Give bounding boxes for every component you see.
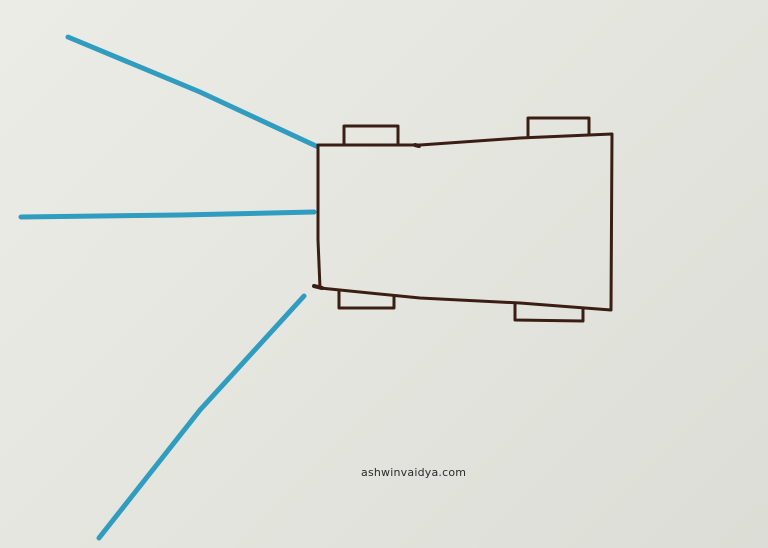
ink-mark xyxy=(413,143,421,148)
wheel-bottom-left xyxy=(337,289,396,310)
sensor-ray-top xyxy=(65,34,319,149)
sensor-rays xyxy=(18,34,319,541)
ink-mark xyxy=(312,284,324,290)
robot-car xyxy=(312,116,614,323)
robot-body xyxy=(316,132,614,312)
watermark-text: ashwinvaidya.com xyxy=(361,466,467,479)
sensor-ray-bottom xyxy=(96,293,307,541)
sensor-ray-middle xyxy=(18,209,317,220)
wheel-top-left xyxy=(342,124,400,147)
wheel-bottom-right xyxy=(513,301,585,323)
wheel-top-right xyxy=(526,116,591,139)
